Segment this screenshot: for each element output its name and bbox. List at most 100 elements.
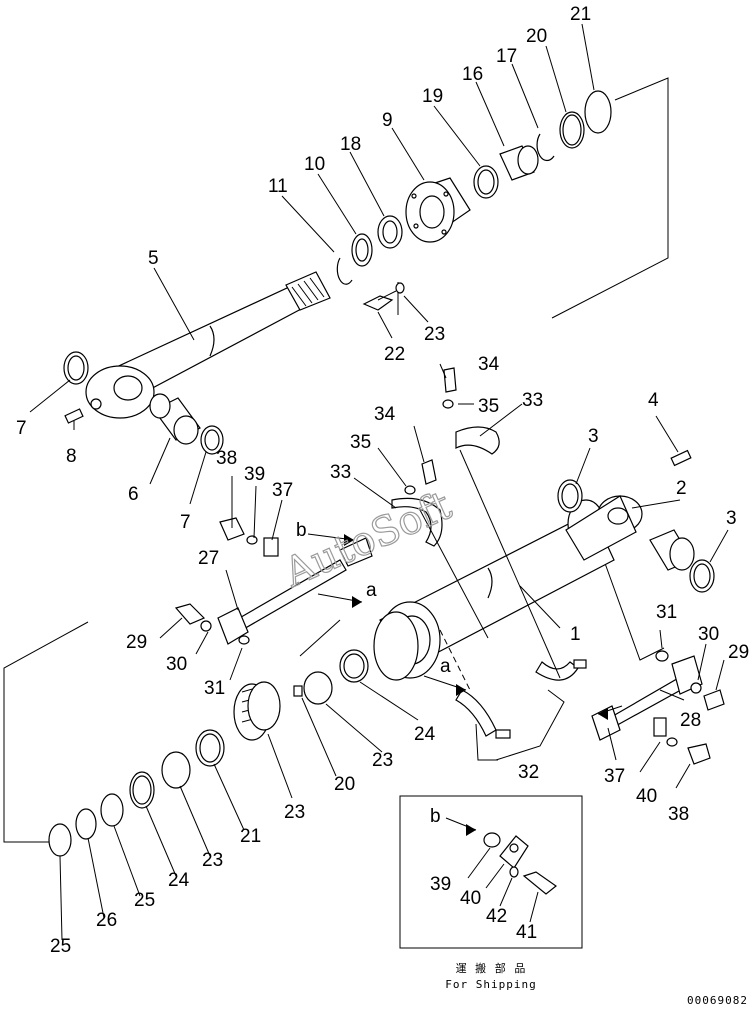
callout-25b: 25 xyxy=(50,936,71,957)
arrow-b-head xyxy=(344,534,354,546)
flange-ring xyxy=(373,611,419,681)
callout-36a: 37 xyxy=(272,480,293,501)
shipping-inset xyxy=(399,795,583,949)
set-screw-21 xyxy=(293,685,303,697)
callout-19: 23 xyxy=(424,324,445,345)
callout-18: 22 xyxy=(384,344,405,365)
callout-29a: 29 xyxy=(126,632,147,653)
callout-35a: 35 xyxy=(478,396,499,417)
callout-34a: 34 xyxy=(478,354,500,375)
callout-39: 39 xyxy=(430,874,451,895)
callout-32: 32 xyxy=(518,762,539,783)
callout-13: 17 xyxy=(496,46,517,67)
ring-23b xyxy=(161,751,191,789)
callout-16: 20 xyxy=(526,26,547,47)
part-42 xyxy=(509,866,519,878)
callout-30b: 30 xyxy=(698,624,719,645)
callout-6: 6 xyxy=(128,484,139,505)
dust-seal-3b xyxy=(689,559,715,593)
callout-8: 8 xyxy=(66,446,77,467)
callout-33a: 33 xyxy=(522,390,543,411)
bolt-37b xyxy=(687,743,711,765)
washer-30a xyxy=(200,620,212,632)
callout-3b: 3 xyxy=(726,508,737,529)
callout-24a: 24 xyxy=(414,724,436,745)
callout-27: 27 xyxy=(198,548,219,569)
clamp-32 xyxy=(455,659,587,739)
inset-title-en: For Shipping xyxy=(445,978,536,991)
figure-code: 00069082 xyxy=(687,994,748,1007)
callout-2: 2 xyxy=(676,478,687,499)
callout-37b: 38 xyxy=(668,804,689,825)
o-ring-17 xyxy=(584,90,612,134)
callout-20: 23 xyxy=(284,802,305,823)
callout-1: 1 xyxy=(570,624,581,645)
callout-31b: 31 xyxy=(656,602,677,623)
callout-10: 10 xyxy=(304,154,325,175)
seal-15 xyxy=(473,165,499,199)
grease-fitting-8 xyxy=(64,408,84,424)
callout-3a: 3 xyxy=(588,426,599,447)
callout-31a: 31 xyxy=(204,678,225,699)
piston-rod xyxy=(85,271,331,419)
grease-fitting-4 xyxy=(670,449,692,467)
plug-31a xyxy=(238,635,250,645)
dust-seal-7b xyxy=(200,425,224,455)
callout-7a: 7 xyxy=(16,418,27,439)
callout-37a: 38 xyxy=(216,448,237,469)
callout-12: 16 xyxy=(462,64,483,85)
bolt-34a xyxy=(443,367,457,393)
callout-15: 19 xyxy=(422,86,443,107)
washer-35b xyxy=(404,485,416,495)
ring-25a xyxy=(100,793,124,827)
callout-21: 20 xyxy=(334,774,355,795)
callout-40: 40 xyxy=(460,888,481,909)
callout-4: 4 xyxy=(648,390,659,411)
ring-26 xyxy=(75,808,97,840)
callout-24b: 24 xyxy=(168,870,190,891)
bottom-bushing-2 xyxy=(649,529,695,571)
inset-frame xyxy=(399,795,583,949)
ring-23a xyxy=(303,671,333,705)
callout-5: 5 xyxy=(148,248,159,269)
ref-b-1: b xyxy=(296,520,307,541)
ring-24b xyxy=(129,771,155,809)
callout-26: 26 xyxy=(96,910,117,931)
callout-23a: 23 xyxy=(372,750,393,771)
part-callouts: 21 20 17 16 19 9 18 10 11 5 22 23 7 8 6 … xyxy=(16,4,749,957)
arrow-a2-head xyxy=(456,684,466,696)
ref-b-2: b xyxy=(430,806,441,827)
clamp-33 xyxy=(391,426,500,547)
callout-25a: 25 xyxy=(134,890,155,911)
callout-36b: 37 xyxy=(604,766,625,787)
ring-22 xyxy=(195,729,225,767)
bolt-29b xyxy=(703,689,725,711)
callout-17: 21 xyxy=(570,4,591,25)
arrow-h-head xyxy=(598,708,608,720)
part-41 xyxy=(522,871,558,895)
callout-14: 18 xyxy=(340,134,361,155)
callout-38a: 39 xyxy=(244,464,265,485)
callout-38b: 40 xyxy=(636,786,657,807)
dust-seal-7a xyxy=(63,351,89,385)
dust-seal-3a xyxy=(557,479,583,513)
pipe-27 xyxy=(217,537,373,645)
callout-22: 21 xyxy=(240,826,261,847)
washer-38b xyxy=(666,737,678,747)
plug-31b xyxy=(655,650,669,662)
bolt-18 xyxy=(362,290,397,311)
arrow-a-head xyxy=(352,596,362,608)
callout-35b: 35 xyxy=(350,432,371,453)
callout-28: 28 xyxy=(680,710,701,731)
cylinder-head xyxy=(405,177,471,243)
piston-20 xyxy=(233,681,281,741)
bolt-37a xyxy=(219,517,245,541)
arrows xyxy=(307,533,623,836)
rod-bushing xyxy=(149,393,201,445)
inset-title-cjk: 運 搬 部 品 xyxy=(456,961,527,975)
arrow-b2-head xyxy=(466,824,476,836)
callout-42: 42 xyxy=(486,906,507,927)
bracket-36a xyxy=(263,537,279,557)
seal-10 xyxy=(351,233,373,267)
